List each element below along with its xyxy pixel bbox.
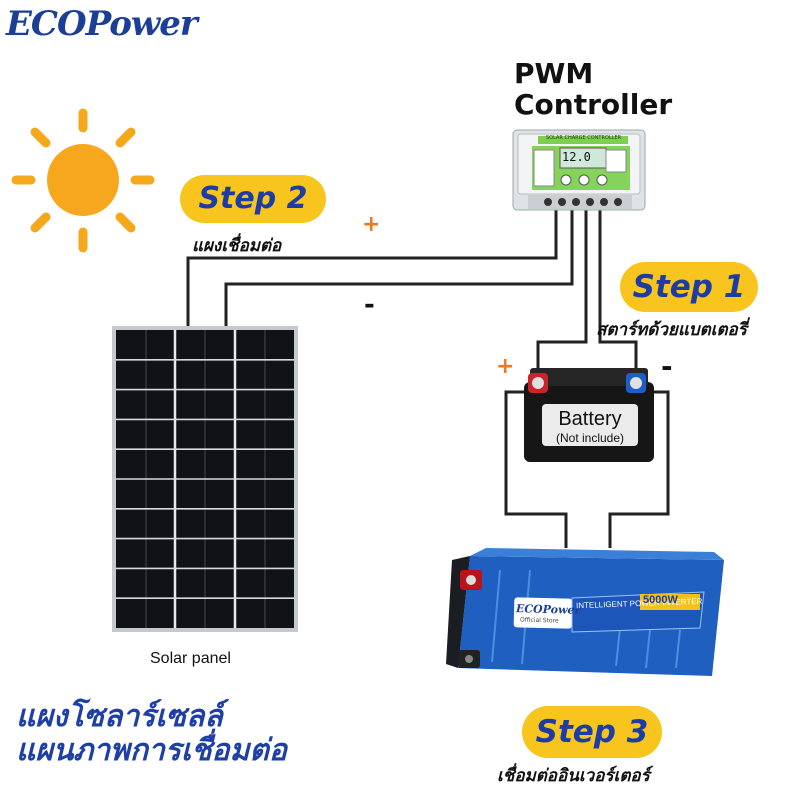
wires: [186, 210, 670, 548]
diagram-title-line2: แผนภาพการเชื่อมต่อ: [16, 733, 287, 768]
battery-device: [524, 368, 654, 462]
step-3-caption: เชื่อมต่ออินเวอร์เตอร์: [497, 766, 650, 786]
diagram-title: แผงโซลาร์เซลล์ แผนภาพการเชื่อมต่อ: [16, 700, 287, 768]
controller-title-line1: PWM: [514, 57, 594, 90]
panel-plus-sign: +: [362, 212, 381, 237]
pwm-controller-device: [512, 129, 646, 211]
solar-panel-device: [112, 326, 298, 632]
step-2-caption: แผงเชื่อมต่อ: [192, 236, 282, 256]
diagram-title-line1: แผงโซลาร์เซลล์: [16, 699, 223, 734]
inverter-brand: ECOPower: [515, 602, 581, 617]
panel-minus-sign: -: [364, 290, 375, 320]
sun-icon: [11, 108, 155, 253]
solar-panel-label: Solar panel: [150, 650, 231, 667]
controller-title: PWM Controller: [514, 58, 672, 120]
controller-panel-text: SOLAR CHARGE CONTROLLER: [546, 135, 622, 141]
brand-logo: ECOPower: [6, 4, 198, 44]
step-3-badge: Step 3: [522, 706, 662, 758]
battery-label: Battery: [558, 408, 622, 430]
step-1-badge: Step 1: [620, 262, 758, 312]
inverter-store: Official Store: [519, 616, 559, 625]
controller-title-line2: Controller: [514, 88, 673, 121]
battery-plus-sign: +: [496, 354, 515, 379]
step-2-badge: Step 2: [180, 175, 326, 223]
inverter-device: [446, 548, 724, 676]
battery-note: (Not include): [555, 431, 625, 445]
step-1-caption: สตาร์ทด้วยแบตเตอรี่: [596, 320, 747, 340]
controller-display: 12.0: [562, 150, 591, 164]
battery-minus-sign: -: [661, 350, 673, 383]
inverter-rating: 5000W: [643, 594, 678, 606]
